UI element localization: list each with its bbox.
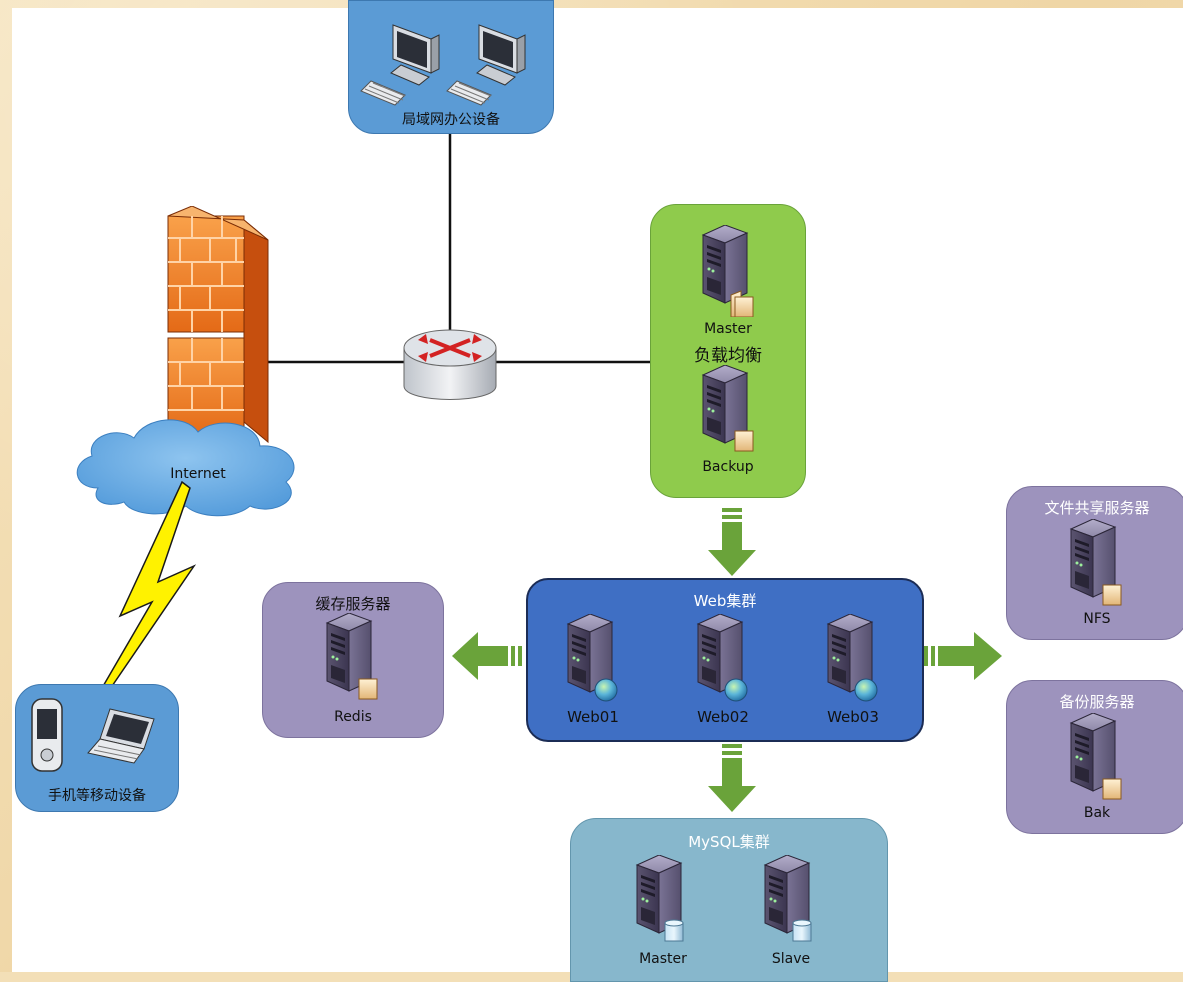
web01-label: Web01 [567,708,619,726]
mysql-slave-label: Slave [771,951,811,967]
desktop-computer-icon [360,24,526,106]
backup-server-group: 备份服务器 Bak [1006,680,1183,834]
lb-master-label: Master [704,321,752,337]
arrow-web-to-cache [452,632,522,680]
mysql-cluster-title: MySQL集群 [688,833,770,851]
backup-server-icon [702,365,754,452]
arrow-lb-to-web [708,508,756,576]
redis-label: Redis [334,709,372,725]
mysql-slave-server-icon [764,855,812,942]
mobile-devices-group: 手机等移动设备 [15,684,179,812]
mysql-master-server-icon [636,855,684,942]
master-server-icon [702,225,754,317]
arrow-web-to-storage [924,632,1002,680]
backup-server-title: 备份服务器 [1059,693,1135,711]
mobile-phone-laptop-icon [31,698,155,772]
lan-office-devices-group: 局域网办公设备 [348,0,554,134]
mysql-cluster-group: MySQL集群 Master Slave [570,818,888,982]
lb-title: 负载均衡 [694,346,762,366]
bak-label: Bak [1083,805,1111,821]
bak-server-icon [1070,713,1122,800]
redis-server-icon [326,613,378,700]
arrow-web-to-mysql [708,744,756,812]
web-cluster-title: Web集群 [693,592,757,610]
lan-label: 局域网办公设备 [402,112,500,128]
cache-server-group: 缓存服务器 Redis [262,582,444,738]
mobile-label: 手机等移动设备 [48,788,146,804]
web01-server-icon [567,614,618,702]
internet-label: Internet [170,466,226,482]
lb-backup-label: Backup [702,459,754,475]
web03-server-icon [827,614,878,702]
web02-server-icon [697,614,748,702]
mysql-master-label: Master [639,951,687,967]
nfs-server-icon [1070,519,1122,606]
internet-cloud-icon [76,419,295,517]
diagram-canvas: 局域网办公设备 Internet [12,0,1183,982]
wireless-link-lightning-icon [100,480,197,694]
nfs-label: NFS [1083,611,1111,627]
web-cluster-group: Web集群 Web01 Web02 Web03 [526,578,924,742]
cache-title: 缓存服务器 [315,595,391,613]
router-icon [403,329,497,400]
file-share-title: 文件共享服务器 [1044,499,1150,517]
file-share-server-group: 文件共享服务器 NFS [1006,486,1183,640]
web02-label: Web02 [697,708,749,726]
load-balancer-group: Master 负载均衡 Backup [650,204,806,498]
web03-label: Web03 [827,708,879,726]
